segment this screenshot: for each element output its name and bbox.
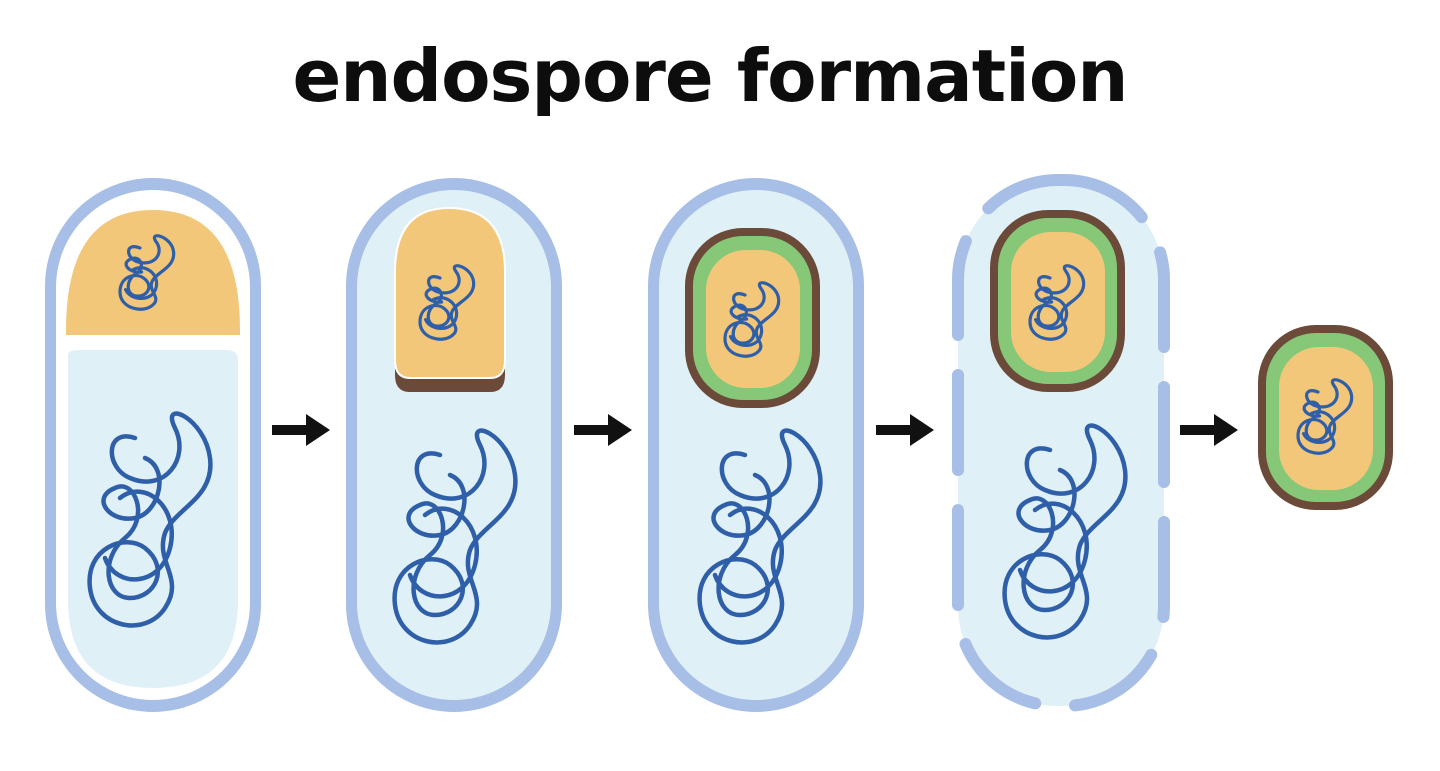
stage-4-cell [952, 174, 1170, 712]
stage-3-core [706, 250, 800, 388]
stage-5-free-endospore [1258, 325, 1393, 510]
diagram-title: endospore formation [292, 34, 1128, 118]
stage-5-core [1279, 347, 1373, 490]
arrow-1 [272, 414, 330, 446]
stage-4-core [1011, 232, 1105, 372]
stage-1-mother-cell-cytoplasm [64, 346, 242, 693]
arrow-3 [876, 414, 934, 446]
stage-4-fragmented-wall [952, 174, 1170, 712]
arrow-4 [1180, 414, 1238, 446]
stage-1-cell [45, 178, 261, 712]
stage-3-cell [648, 178, 864, 712]
stage-2-cell [346, 178, 562, 712]
arrow-2 [574, 414, 632, 446]
